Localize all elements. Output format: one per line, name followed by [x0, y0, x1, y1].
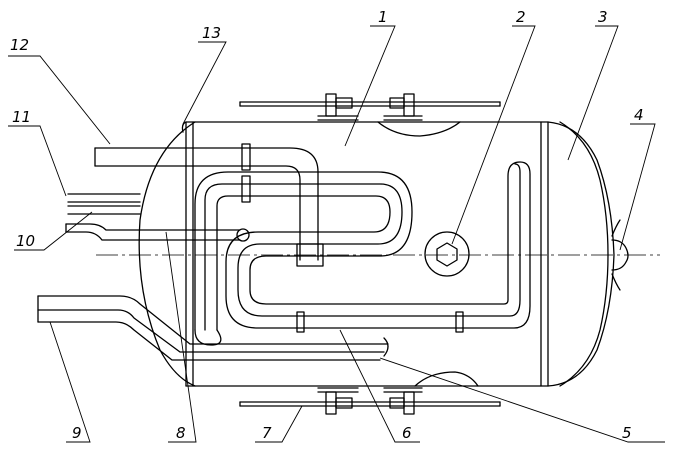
pipe-11 [67, 193, 141, 215]
callout-labels: 1 2 3 4 5 6 7 8 9 10 11 12 13 [10, 8, 644, 442]
end-nozzle [611, 219, 629, 291]
label-8: 8 [176, 424, 186, 442]
label-11: 11 [12, 108, 31, 126]
label-7: 7 [262, 424, 272, 442]
round-fitting [424, 231, 470, 277]
tank-shell [138, 121, 615, 387]
label-10: 10 [16, 232, 35, 250]
label-5: 5 [622, 424, 632, 442]
label-2: 2 [516, 8, 526, 26]
bottom-support [239, 371, 501, 415]
top-support [239, 93, 501, 137]
label-13: 13 [202, 24, 221, 42]
heating-coil [194, 161, 531, 346]
inlet-pipe-top [94, 143, 319, 261]
pipe-10 [65, 223, 250, 242]
leader-lines [8, 25, 665, 443]
label-3: 3 [598, 8, 608, 26]
label-9: 9 [72, 424, 82, 442]
label-1: 1 [378, 8, 388, 26]
label-6: 6 [402, 424, 412, 442]
drain-pipe [37, 295, 389, 361]
label-4: 4 [634, 106, 644, 124]
label-12: 12 [10, 36, 29, 54]
